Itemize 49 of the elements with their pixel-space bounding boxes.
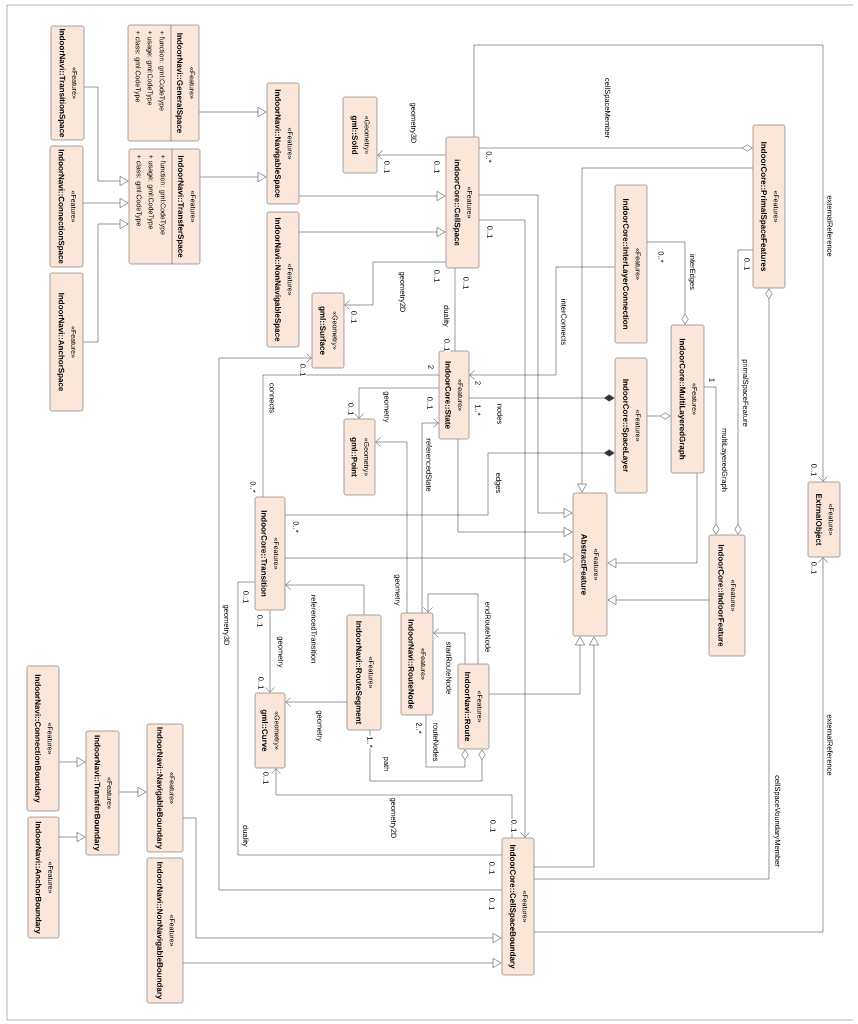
- association-arrow: [534, 557, 828, 933]
- aggregation-line: [704, 386, 720, 535]
- association-arrow: [433, 628, 466, 664]
- association-line: [454, 268, 456, 351]
- association-arrow: [271, 768, 513, 838]
- generalization-arrow: [577, 167, 753, 493]
- association-arrow: [469, 266, 615, 380]
- association-arrow: [344, 261, 446, 310]
- aggregation-line: [479, 144, 753, 152]
- association-arrow: [285, 580, 365, 615]
- aggregation-line: [534, 288, 773, 880]
- generalization-arrow: [183, 817, 502, 943]
- association-arrow: [377, 150, 446, 160]
- generalization-arrow: [457, 439, 573, 537]
- association-arrow: [473, 44, 828, 482]
- association-arrow: [285, 697, 347, 707]
- generalization-arrow: [199, 107, 267, 117]
- association-arrow: [479, 219, 530, 838]
- association-arrow: [375, 437, 408, 613]
- aggregation-line: [734, 249, 753, 535]
- association-arrow: [423, 593, 479, 664]
- generalization-arrow: [299, 227, 446, 237]
- generalization-arrow: [83, 219, 129, 343]
- generalization-arrow: [119, 787, 147, 797]
- association-arrow: [265, 610, 275, 693]
- association-line: [237, 581, 502, 856]
- generalization-arrow: [84, 86, 129, 186]
- generalization-arrow: [534, 636, 599, 868]
- generalization-arrow: [183, 958, 502, 968]
- generalization-arrow: [607, 595, 709, 605]
- association-arrow: [421, 418, 439, 613]
- association-line: [262, 374, 439, 497]
- generalization-arrow: [59, 757, 86, 767]
- generalization-arrow: [83, 198, 129, 208]
- association-arrow: [354, 387, 439, 419]
- aggregation-line: [425, 715, 469, 768]
- aggregation-line: [369, 730, 486, 782]
- composition-line: [285, 449, 615, 516]
- association-arrow: [218, 353, 502, 891]
- aggregation-line: [647, 412, 671, 420]
- generalization-arrow: [59, 832, 86, 842]
- generalization-arrow: [607, 473, 698, 568]
- generalization-arrow: [489, 636, 585, 695]
- generalization-arrow: [299, 191, 446, 201]
- composition-line: [469, 394, 615, 402]
- generalization-arrow: [479, 194, 573, 518]
- generalization-arrow: [200, 172, 267, 182]
- generalization-arrow: [285, 553, 573, 563]
- aggregation-line: [647, 241, 689, 325]
